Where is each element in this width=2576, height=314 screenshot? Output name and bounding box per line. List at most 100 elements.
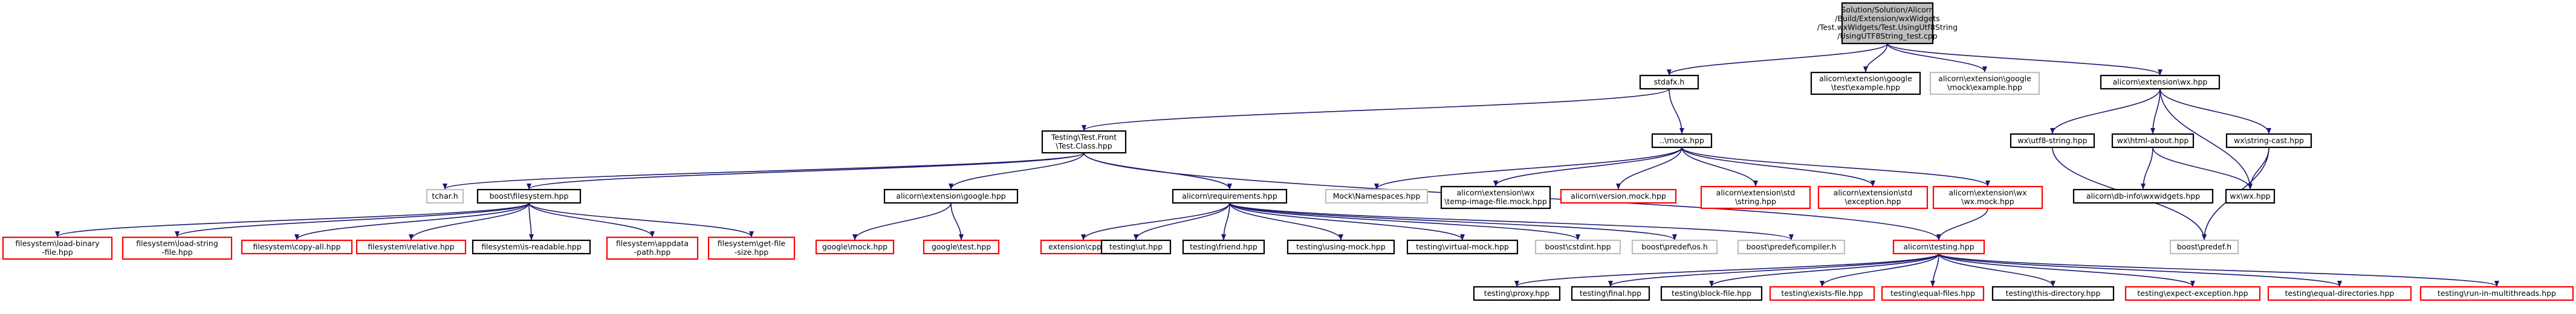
node-label: alicorn\extension\wx [1457,188,1535,197]
node-root[interactable]: Solution/Solution/Alicorn/Build/Extensio… [1817,2,1958,45]
node-box [1041,130,1127,154]
node-fsAppdata[interactable]: filesystem\appdata-path.hpp [606,236,699,260]
node-label: -file.hpp [161,248,192,257]
edge-alicornTesting-to-tExpectException [1938,253,2195,287]
node-versionMock[interactable]: alicorn\version.mock.hpp [1560,188,1677,204]
node-box [1929,71,2040,95]
node-label: \mock\example.hpp [1947,83,2022,92]
node-boostFs[interactable]: boost\filesystem.hpp [476,188,582,204]
node-wxHtmlAbout[interactable]: wx\html-about.hpp [2111,133,2195,149]
node-wxStringCast[interactable]: wx\string-cast.hpp [2225,133,2312,149]
edge-alicornTesting-to-tProxy [1514,253,1939,287]
node-stdString[interactable]: alicorn\extension\std\string.hpp [1700,185,1811,210]
node-tchar[interactable]: tchar.h [426,188,464,204]
edge-alicornTesting-to-tExistsFile [1820,253,1939,287]
node-alicornTesting[interactable]: alicorn\testing.hpp [1892,239,1985,255]
node-fsCopyAll[interactable]: filesystem\copy-all.hpp [241,239,353,255]
node-fsLoadBinary[interactable]: filesystem\load-binary-file.hpp [2,236,113,260]
edge-requirements-to-boostPredefOs [1229,202,1677,240]
node-label: alicorn\extension\google [1938,74,2031,83]
node-tFinal[interactable]: testing\final.hpp [1571,286,1650,301]
node-stdException[interactable]: alicorn\extension\std\exception.hpp [1817,185,1929,210]
edge-wxStringCast-to-wxWx [2248,147,2269,190]
node-box [2225,133,2312,149]
node-fsIsReadable[interactable]: filesystem\is-readable.hpp [472,239,591,255]
node-label: Solution/Solution/Alicorn [1841,5,1933,14]
edge-alicornTesting-to-tEqualFiles [1930,253,1939,287]
edge-requirements-to-testingUt [1134,202,1230,240]
edge-wxHpp-to-wxUtf8 [2050,88,2161,134]
node-stdafx[interactable]: stdafx.h [1639,74,1699,90]
node-box [1406,239,1519,255]
node-googleMock[interactable]: google\mock.hpp [815,239,895,255]
node-testingUsingMock[interactable]: testing\using-mock.hpp [1286,239,1395,255]
node-tThisDir[interactable]: testing\this-directory.hpp [1991,286,2115,301]
node-tempImage[interactable]: alicorn\extension\wx\temp-image-file.moc… [1440,185,1551,210]
node-box [1651,133,1713,149]
edge-wxHpp-to-wxWx [2159,88,2253,190]
node-testingFriend[interactable]: testing\friend.hpp [1182,239,1265,255]
node-label: google\mock.hpp [822,242,887,251]
node-testingFront[interactable]: Testing\Test.Front\Test.Class.hpp [1041,130,1127,154]
node-googleMockExample[interactable]: alicorn\extension\google\mock\example.hp… [1929,71,2040,95]
node-label: wx\string-cast.hpp [2234,136,2304,145]
node-wxMock[interactable]: alicorn\extension\wx\wx.mock.hpp [1932,185,2043,210]
node-box [2010,133,2095,149]
node-tProxy[interactable]: testing\proxy.hpp [1473,286,1561,301]
node-tEqualFiles[interactable]: testing\equal-files.hpp [1881,286,1985,301]
node-mockNs[interactable]: Mock\Namespaces.hpp [1325,188,1429,204]
node-tEqualDirs[interactable]: testing\equal-directories.hpp [2267,286,2412,301]
node-testingVirtualMock[interactable]: testing\virtual-mock.hpp [1406,239,1519,255]
edge-requirements-to-boostCstdint [1229,202,1580,240]
node-tBlockFile[interactable]: testing\block-file.hpp [1660,286,1763,301]
node-label: filesystem\relative.hpp [368,242,454,251]
node-label: alicorn\version.mock.hpp [1571,191,1666,200]
node-tRunMT[interactable]: testing\run-in-multithreads.hpp [2419,286,2574,301]
node-testingUt[interactable]: testing\ut.hpp [1100,239,1172,255]
node-box [1841,2,1934,45]
node-googleHpp[interactable]: alicorn\extension\google.hpp [883,188,1019,204]
node-label: -size.hpp [735,248,769,257]
node-googleExample[interactable]: alicorn\extension\google\test\example.hp… [1810,71,1921,95]
node-box [476,188,582,204]
edge-boostFs-to-fsLoadBinary [55,202,530,237]
node-tExistsFile[interactable]: testing\exists-file.hpp [1769,286,1875,301]
node-boostPredefCompiler[interactable]: boost\predef\compiler.h [1737,239,1846,255]
edge-boostFs-to-fsGetFileSize [528,202,754,237]
node-label: /Build/Extension/wxWidgets [1835,14,1940,23]
node-wxHpp[interactable]: alicorn\extension\wx.hpp [2100,74,2221,90]
node-box [923,239,1000,255]
node-box [1325,188,1429,204]
node-box [2267,286,2412,301]
node-wxUtf8[interactable]: wx\utf8-string.hpp [2010,133,2095,149]
edge-alicornTesting-to-tRunMT [1938,253,2499,287]
node-tExpectException[interactable]: testing\expect-exception.hpp [2124,286,2261,301]
node-fsRelative[interactable]: filesystem\relative.hpp [355,239,467,255]
node-box [1769,286,1875,301]
node-label: wx\utf8-string.hpp [2017,136,2087,145]
node-googleTest[interactable]: google\test.hpp [923,239,1000,255]
node-label: alicorn\requirements.hpp [1182,191,1277,200]
node-box [1172,188,1288,204]
node-boostCstdint[interactable]: boost\cstdint.hpp [1534,239,1621,255]
node-label: testing\using-mock.hpp [1296,242,1386,251]
edge-root-to-googleMockExample [1887,43,1987,72]
node-label: testing\exists-file.hpp [1781,289,1863,298]
edge-requirements-to-testingUsingMock [1229,202,1343,240]
node-fsLoadString[interactable]: filesystem\load-string-file.hpp [122,236,233,260]
node-wxWx[interactable]: wx\wx.hpp [2225,188,2276,204]
node-requirements[interactable]: alicorn\requirements.hpp [1172,188,1288,204]
edge-googleHpp-to-googleMock [852,202,952,240]
node-dbInfo[interactable]: alicorn\db-info\wxwidgets.hpp [2072,188,2214,204]
node-label: testing\virtual-mock.hpp [1416,242,1509,251]
node-box [241,239,353,255]
node-box [2,236,113,260]
node-box [2419,286,2574,301]
node-mockHpp[interactable]: ..\mock.hpp [1651,133,1713,149]
node-label: google\test.hpp [932,242,991,251]
node-boostPredefOs[interactable]: boost\predef\os.h [1631,239,1718,255]
node-boostPredef[interactable]: boost\predef.h [2169,239,2239,255]
edge-alicornTesting-to-tThisDir [1938,253,2055,287]
node-label: Mock\Namespaces.hpp [1333,191,1421,200]
node-fsGetFileSize[interactable]: filesystem\get-file-size.hpp [707,236,796,260]
